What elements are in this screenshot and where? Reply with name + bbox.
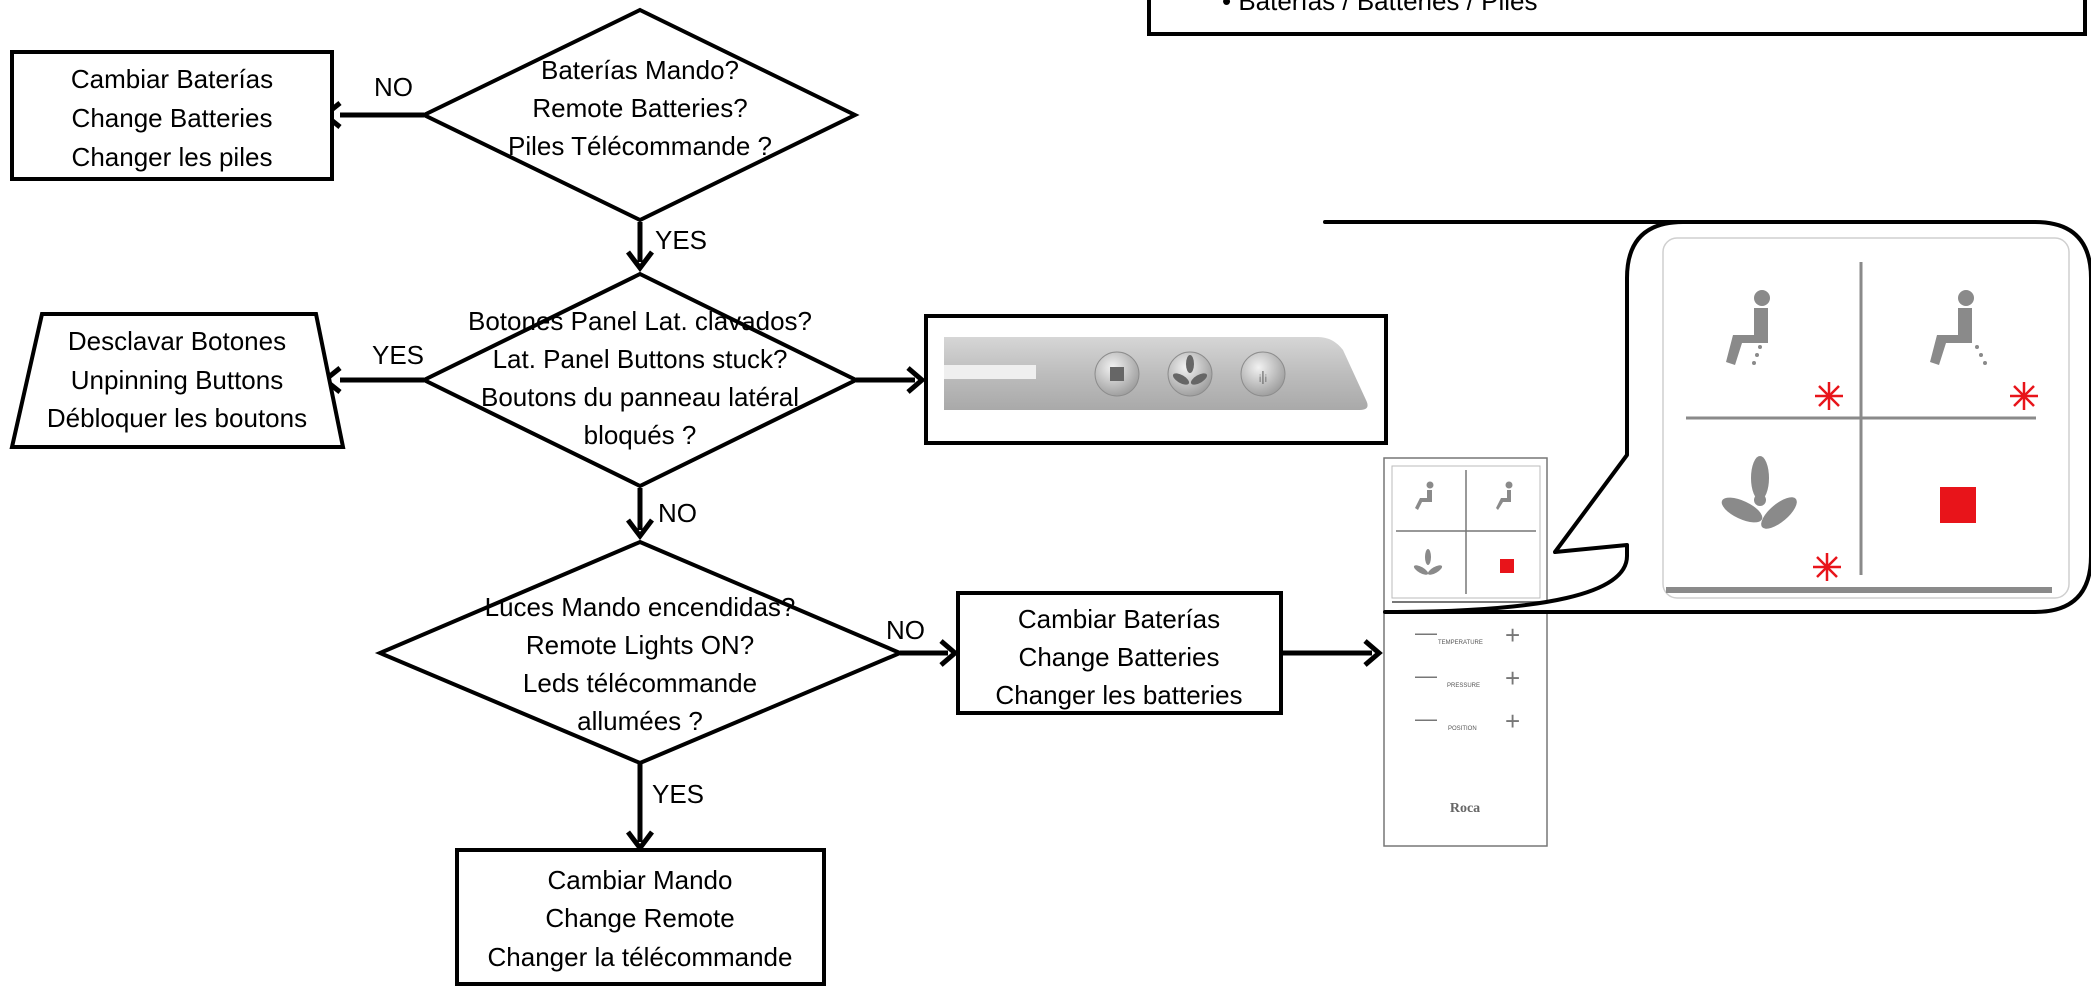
b1-line-1: Cambiar Baterías xyxy=(71,64,273,94)
svg-text:+: + xyxy=(1505,706,1520,736)
side-panel-illustration: ᵢ|ᵢ xyxy=(924,314,1388,445)
b1-line-2: Change Batteries xyxy=(72,103,273,133)
note-box: • Baterías / Batteries / Piles xyxy=(1147,0,2087,36)
svg-text:—: — xyxy=(1415,706,1437,731)
panel-dryer-button xyxy=(1167,351,1213,397)
label-no-1: NO xyxy=(374,72,413,102)
zoom-callout xyxy=(1323,220,2091,615)
decision-remote-batteries: Baterías Mando? Remote Batteries? Piles … xyxy=(419,7,860,223)
b3-line-3: Changer les batteries xyxy=(995,680,1242,710)
stop-small-icon xyxy=(1500,559,1514,573)
d3-line-4: allumées ? xyxy=(577,706,703,736)
pressure-label: PRESSURE xyxy=(1447,683,1480,689)
rear-wash-icon xyxy=(1726,290,1770,365)
connectors xyxy=(320,101,1383,853)
stop-icon xyxy=(1110,367,1124,381)
b2-line-1: Desclavar Botones xyxy=(68,326,286,356)
rear-wash-small-icon xyxy=(1426,481,1434,489)
b3-line-2: Change Batteries xyxy=(1019,642,1220,672)
d2-line-1: Botones Panel Lat. clavados? xyxy=(468,306,812,336)
svg-text:+: + xyxy=(1505,663,1520,693)
label-yes-1: YES xyxy=(655,225,707,255)
red-indicator-1-icon xyxy=(1815,382,1843,410)
svg-text:—: — xyxy=(1415,620,1437,645)
label-no-3: NO xyxy=(886,615,925,645)
stop-red-icon xyxy=(1940,487,1976,523)
front-wash-icon xyxy=(1930,290,1987,365)
fan-icon xyxy=(1172,355,1208,385)
red-indicator-2-icon xyxy=(2010,382,2038,410)
note-text: • Baterías / Batteries / Piles xyxy=(1222,0,1537,16)
b4-line-1: Cambiar Mando xyxy=(548,865,733,895)
temperature-label: TEMPERATURE xyxy=(1438,640,1483,646)
b4-line-2: Change Remote xyxy=(545,903,734,933)
svg-text:+: + xyxy=(1505,620,1520,650)
b2-line-3: Débloquer les boutons xyxy=(47,403,307,433)
decision-remote-lights: Luces Mando encendidas? Remote Lights ON… xyxy=(374,539,906,766)
d1-line-2: Remote Batteries? xyxy=(532,93,747,123)
action-change-remote: Cambiar Mando Change Remote Changer la t… xyxy=(455,848,826,986)
action-change-batteries-2: Cambiar Baterías Change Batteries Change… xyxy=(956,591,1283,715)
b1-line-3: Changer les piles xyxy=(72,142,273,172)
svg-text:—: — xyxy=(1415,663,1437,688)
d2-line-2: Lat. Panel Buttons stuck? xyxy=(493,344,788,374)
decision-panel-buttons-stuck: Botones Panel Lat. clavados? Lat. Panel … xyxy=(419,271,861,489)
dryer-small-icon xyxy=(1413,549,1443,575)
front-wash-small-icon xyxy=(1505,481,1513,489)
brand-logo: Roca xyxy=(1450,801,1480,816)
dryer-fan-icon xyxy=(1721,456,1797,529)
d3-line-1: Luces Mando encendidas? xyxy=(485,592,796,622)
d3-line-2: Remote Lights ON? xyxy=(526,630,754,660)
position-label: POSITION xyxy=(1448,726,1477,732)
action-unpinning-buttons: Desclavar Botones Unpinning Buttons Débl… xyxy=(9,312,346,449)
label-no-2: NO xyxy=(658,498,697,528)
b4-line-3: Changer la télécommande xyxy=(488,942,793,972)
d1-line-3: Piles Télécommande ? xyxy=(508,131,772,161)
label-yes-2: YES xyxy=(372,340,424,370)
red-indicator-3-icon xyxy=(1813,553,1841,581)
action-change-batteries-1: Cambiar Baterías Change Batteries Change… xyxy=(10,50,334,181)
d1-line-1: Baterías Mando? xyxy=(541,55,739,85)
label-yes-3: YES xyxy=(652,779,704,809)
panel-wash-button xyxy=(1240,351,1286,397)
b2-line-2: Unpinning Buttons xyxy=(71,365,283,395)
d2-line-3: Boutons du panneau latéral xyxy=(481,382,799,412)
d3-line-3: Leds télécommande xyxy=(523,668,757,698)
remote-control-illustration: — + TEMPERATURE — + PRESSURE — + POSITIO… xyxy=(1383,457,1548,847)
b3-line-1: Cambiar Baterías xyxy=(1018,604,1220,634)
wash-icon: ᵢ|ᵢ xyxy=(1259,368,1267,384)
d2-line-4: bloqués ? xyxy=(584,420,697,450)
